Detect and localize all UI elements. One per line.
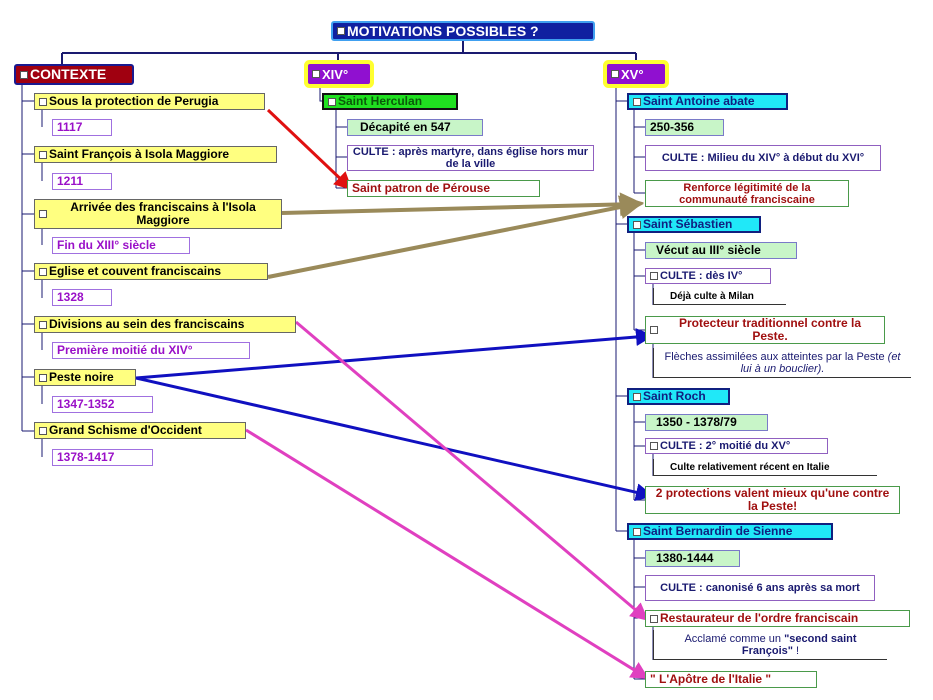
saint-roch-node[interactable]: Saint Roch xyxy=(627,388,730,405)
context-date: 1117 xyxy=(52,119,112,136)
herculan-patron: Saint patron de Pérouse xyxy=(347,180,540,197)
collapse-icon[interactable] xyxy=(633,392,641,401)
roch-culte[interactable]: CULTE : 2° moitié du XV° xyxy=(645,438,828,454)
roch-note: 2 protections valent mieux qu'une contre… xyxy=(645,486,900,514)
contexte-node[interactable]: CONTEXTE xyxy=(14,64,134,85)
root-node[interactable]: MOTIVATIONS POSSIBLES ? xyxy=(331,21,595,41)
context-item[interactable]: Arrivée des franciscains à l'Isola Maggi… xyxy=(34,199,282,229)
collapse-icon[interactable] xyxy=(337,27,345,35)
collapse-icon[interactable] xyxy=(39,320,47,329)
collapse-icon[interactable] xyxy=(39,210,47,218)
collapse-icon[interactable] xyxy=(39,97,47,106)
collapse-icon[interactable] xyxy=(39,267,47,276)
sebastien-culte[interactable]: CULTE : dès IV° xyxy=(645,268,771,284)
collapse-icon[interactable] xyxy=(650,326,658,334)
collapse-icon[interactable] xyxy=(20,70,28,79)
bernardin-dates: 1380-1444 xyxy=(645,550,740,567)
collapse-icon[interactable] xyxy=(39,150,47,159)
collapse-icon[interactable] xyxy=(611,70,619,78)
context-date: Première moitié du XIV° xyxy=(52,342,250,359)
context-item[interactable]: Divisions au sein des franciscains xyxy=(34,316,296,333)
context-item[interactable]: Peste noire xyxy=(34,369,136,386)
collapse-icon[interactable] xyxy=(633,527,641,536)
sebastien-culte-note: Déjà culte à Milan xyxy=(653,288,786,305)
collapse-icon[interactable] xyxy=(633,97,641,106)
collapse-icon[interactable] xyxy=(650,272,658,280)
context-date: 1378-1417 xyxy=(52,449,153,466)
collapse-icon[interactable] xyxy=(650,614,658,623)
bernardin-culte: CULTE : canonisé 6 ans après sa mort xyxy=(645,575,875,601)
sebastien-dates: Vécut au III° siècle xyxy=(645,242,797,259)
bernardin-note[interactable]: Restaurateur de l'ordre franciscain xyxy=(645,610,910,627)
saint-herculan-node[interactable]: Saint Herculan xyxy=(322,93,458,110)
collapse-icon[interactable] xyxy=(312,70,320,78)
antoine-note: Renforce légitimité de la communauté fra… xyxy=(645,180,849,207)
collapse-icon[interactable] xyxy=(328,97,336,106)
context-item[interactable]: Sous la protection de Perugia xyxy=(34,93,265,110)
context-date: 1347-1352 xyxy=(52,396,153,413)
context-date: 1328 xyxy=(52,289,112,306)
context-item[interactable]: Grand Schisme d'Occident xyxy=(34,422,246,439)
context-date: Fin du XIII° siècle xyxy=(52,237,190,254)
antoine-dates: 250-356 xyxy=(645,119,724,136)
roch-culte-note: Culte relativement récent en Italie xyxy=(653,459,877,476)
collapse-icon[interactable] xyxy=(633,220,641,229)
context-item[interactable]: Eglise et couvent franciscains xyxy=(34,263,268,280)
saint-sebastien-node[interactable]: Saint Sébastien xyxy=(627,216,761,233)
roch-dates: 1350 - 1378/79 xyxy=(645,414,768,431)
collapse-icon[interactable] xyxy=(650,442,658,450)
bernardin-apotre: " L'Apôtre de l'Italie " xyxy=(645,671,817,688)
herculan-fact: Décapité en 547 xyxy=(347,119,483,136)
antoine-culte: CULTE : Milieu du XIV° à début du XVI° xyxy=(645,145,881,171)
saint-antoine-node[interactable]: Saint Antoine abate xyxy=(627,93,788,110)
herculan-culte: CULTE : après martyre, dans église hors … xyxy=(347,145,594,171)
bernardin-sub-note: Acclamé comme un "second saint François"… xyxy=(653,630,887,660)
collapse-icon[interactable] xyxy=(39,426,47,435)
xv-node[interactable]: XV° xyxy=(607,64,665,84)
context-item[interactable]: Saint François à Isola Maggiore xyxy=(34,146,277,163)
saint-bernardin-node[interactable]: Saint Bernardin de Sienne xyxy=(627,523,833,540)
sebastien-note[interactable]: Protecteur traditionnel contre la Peste. xyxy=(645,316,885,344)
context-date: 1211 xyxy=(52,173,112,190)
xiv-node[interactable]: XIV° xyxy=(308,64,370,84)
collapse-icon[interactable] xyxy=(39,373,47,382)
sebastien-sub-note: Flèches assimilées aux atteintes par la … xyxy=(653,348,911,378)
